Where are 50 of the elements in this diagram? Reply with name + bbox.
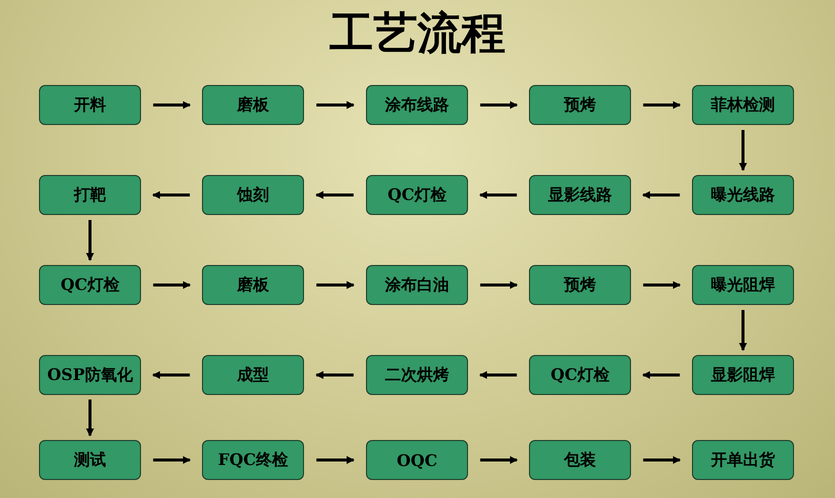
arrow [642,191,680,199]
process-box: 开单出货 [692,440,794,480]
title: 工艺流程 [328,7,506,61]
arrow [316,456,355,464]
process-box: 打靶 [39,175,141,215]
arrow [480,101,518,109]
arrow [316,101,355,109]
process-box: 显影阻焊 [692,355,794,395]
process-box: 蚀刻 [202,175,304,215]
arrow [739,310,747,351]
arrow [86,220,94,261]
process-box: 曝光阻焊 [692,265,794,305]
process-box: 菲林检测 [692,85,794,125]
process-box: 显影线路 [529,175,631,215]
process-box: 开料 [39,85,141,125]
process-box: 磨板 [202,85,304,125]
process-box: OQC [366,440,468,480]
arrow [316,281,355,289]
process-box: QC灯检 [366,175,468,215]
process-box: FQC终检 [202,440,304,480]
arrow [152,191,190,199]
process-box: 预烤 [529,265,631,305]
arrow [739,130,747,171]
process-box: 成型 [202,355,304,395]
process-box: 包装 [529,440,631,480]
arrow [479,191,517,199]
process-box: 测试 [39,440,141,480]
arrow [153,101,191,109]
arrow [153,281,191,289]
process-box: OSP防氧化 [39,355,141,395]
process-box: 涂布白油 [366,265,468,305]
arrow [152,371,190,379]
arrow [642,371,680,379]
arrow [315,371,354,379]
arrow [480,456,518,464]
arrow [480,281,518,289]
arrow [643,281,681,289]
process-box: QC灯检 [39,265,141,305]
process-box: 曝光线路 [692,175,794,215]
arrow [643,456,681,464]
arrow [153,456,191,464]
process-box: 磨板 [202,265,304,305]
process-box: QC灯检 [529,355,631,395]
process-box: 二次烘烤 [366,355,468,395]
process-box: 预烤 [529,85,631,125]
process-box: 涂布线路 [366,85,468,125]
arrow [479,371,517,379]
arrow [315,191,354,199]
arrow [86,400,94,436]
arrow [643,101,681,109]
